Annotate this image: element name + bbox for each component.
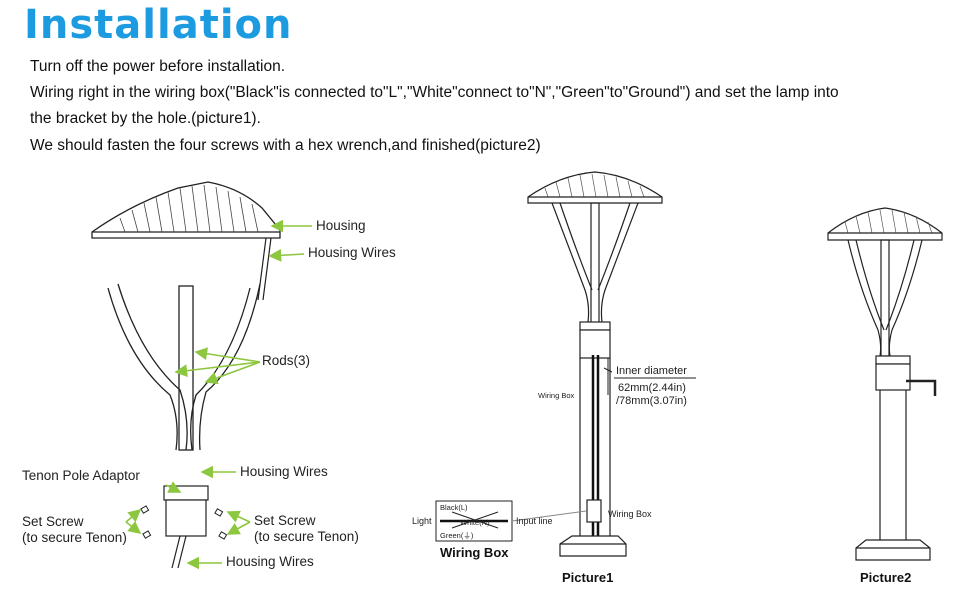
label-set-screw-right-note: (to secure Tenon) — [254, 529, 359, 544]
label-input-line: Input line — [516, 516, 553, 526]
exploded-housing — [91, 181, 281, 301]
label-housing: Housing — [316, 218, 366, 233]
label-dim-78mm: /78mm(3.07in) — [616, 395, 687, 407]
picture1-caption: Picture1 — [562, 570, 613, 585]
label-set-screw-left-note: (to secure Tenon) — [22, 530, 127, 545]
instruction-line-4: We should fasten the four screws with a … — [30, 137, 541, 154]
label-housing-wires-mid: Housing Wires — [240, 464, 328, 479]
picture1-dimension — [603, 358, 696, 395]
label-rods: Rods(3) — [262, 353, 310, 368]
page-title: Installation — [24, 2, 293, 48]
exploded-arrows — [125, 219, 312, 570]
label-tenon-adaptor: Tenon Pole Adaptor — [22, 468, 140, 483]
label-set-screw-right: Set Screw — [254, 513, 316, 528]
label-light: Light — [412, 516, 432, 526]
label-dim-62mm: 62mm(2.44in) — [618, 382, 686, 394]
label-inner-diameter: Inner diameter — [616, 365, 687, 377]
label-housing-wires-bottom: Housing Wires — [226, 554, 314, 569]
picture2-lamp — [827, 207, 943, 561]
instruction-line-3: the bracket by the hole.(picture1). — [30, 110, 261, 127]
exploded-tenon-adaptor — [163, 485, 209, 569]
label-wiring-box-right: Wiring Box — [608, 509, 652, 519]
label-white-n: White(N) — [460, 518, 490, 527]
picture2-caption: Picture2 — [860, 570, 911, 585]
wiring-box-schematic — [435, 500, 587, 542]
label-wiring-box-caption: Wiring Box — [440, 545, 509, 560]
instruction-line-1: Turn off the power before installation. — [30, 58, 286, 75]
exploded-screws — [140, 505, 228, 540]
label-housing-wires-top: Housing Wires — [308, 245, 396, 260]
exploded-rods — [107, 283, 261, 451]
label-black-l: Black(L) — [440, 503, 468, 512]
instruction-line-2: Wiring right in the wiring box("Black"is… — [30, 84, 839, 101]
label-set-screw-left: Set Screw — [22, 514, 84, 529]
label-wiring-box-side: Wiring Box — [538, 391, 575, 400]
label-green-ground: Green(⏚) — [440, 531, 474, 540]
picture1-lamp — [527, 171, 663, 557]
